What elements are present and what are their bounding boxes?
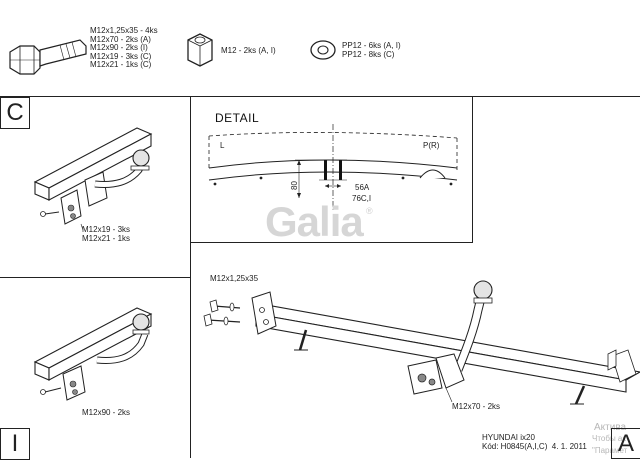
bolt-list: M12x1,25x35 - 4ks M12x70 - 2ks (A) M12x9…	[90, 26, 158, 70]
panel-c-label: M12x21 - 1ks	[82, 233, 131, 243]
bolt-list-item: M12x70 - 2ks (A)	[90, 34, 151, 44]
bolt-list-item: M12x19 - 3ks (C)	[90, 51, 152, 61]
panel-c-hitch-drawing	[33, 127, 153, 231]
os-activation-watermark-2: Чтобы ак	[592, 434, 626, 443]
panel-a-bolt-label: M12x1,25x35	[210, 274, 259, 283]
panel-a-letter: A	[611, 428, 640, 459]
detail-dim-76ci: 76C,I	[352, 194, 372, 203]
detail-right-mark: P(R)	[423, 141, 440, 150]
detail-dim-56a: 56A	[355, 183, 370, 192]
galia-logo: Galia	[265, 198, 364, 245]
c-i-divider	[0, 277, 190, 278]
bolt-list-item: M12x1,25x35 - 4ks	[90, 26, 158, 35]
detail-title: DETAIL	[215, 111, 260, 125]
washer-list-item: PP12 - 8ks (C)	[342, 49, 395, 59]
detail-bottom-border	[190, 242, 473, 243]
washer-list: PP12 - 6ks (A, I) PP12 - 8ks (C)	[342, 41, 401, 59]
galia-logo-mark: ®	[366, 206, 373, 216]
left-panel-divider	[190, 96, 191, 458]
detail-drawing	[208, 124, 458, 212]
detail-left-mark: L	[220, 141, 225, 150]
panel-c-label: M12x19 - 3ks	[82, 225, 131, 234]
panel-i-hitch-drawing	[33, 307, 153, 401]
footer-code: Kód: H0845(A,I,C) 4. 1. 2011	[482, 442, 587, 451]
detail-dim-80: 80	[290, 181, 299, 190]
top-divider	[0, 96, 640, 97]
bolt-list-item: M12x21 - 1ks (C)	[90, 60, 152, 70]
panel-i-letter: I	[0, 428, 30, 460]
bolt-list-item: M12x90 - 2ks (I)	[90, 43, 148, 53]
bolt-icon	[9, 39, 87, 75]
panel-c-labels: M12x19 - 3ks M12x21 - 1ks	[82, 225, 131, 243]
panel-a-bolt70-label: M12x70 - 2ks	[452, 402, 501, 411]
os-activation-watermark-1: Актива	[594, 422, 627, 433]
footer-car: HYUNDAI ix20	[482, 433, 535, 442]
panel-a-hitch-drawing	[203, 280, 640, 405]
washer-list-item: PP12 - 6ks (A, I)	[342, 41, 401, 50]
detail-right-border	[472, 96, 473, 243]
nut-icon	[187, 33, 213, 67]
washer-icon	[310, 40, 336, 60]
nut-label: M12 - 2ks (A, I)	[221, 46, 276, 55]
panel-i-label: M12x90 - 2ks	[82, 408, 131, 417]
os-activation-watermark-3: "Парамет	[592, 446, 628, 455]
panel-c-letter: C	[0, 97, 30, 129]
